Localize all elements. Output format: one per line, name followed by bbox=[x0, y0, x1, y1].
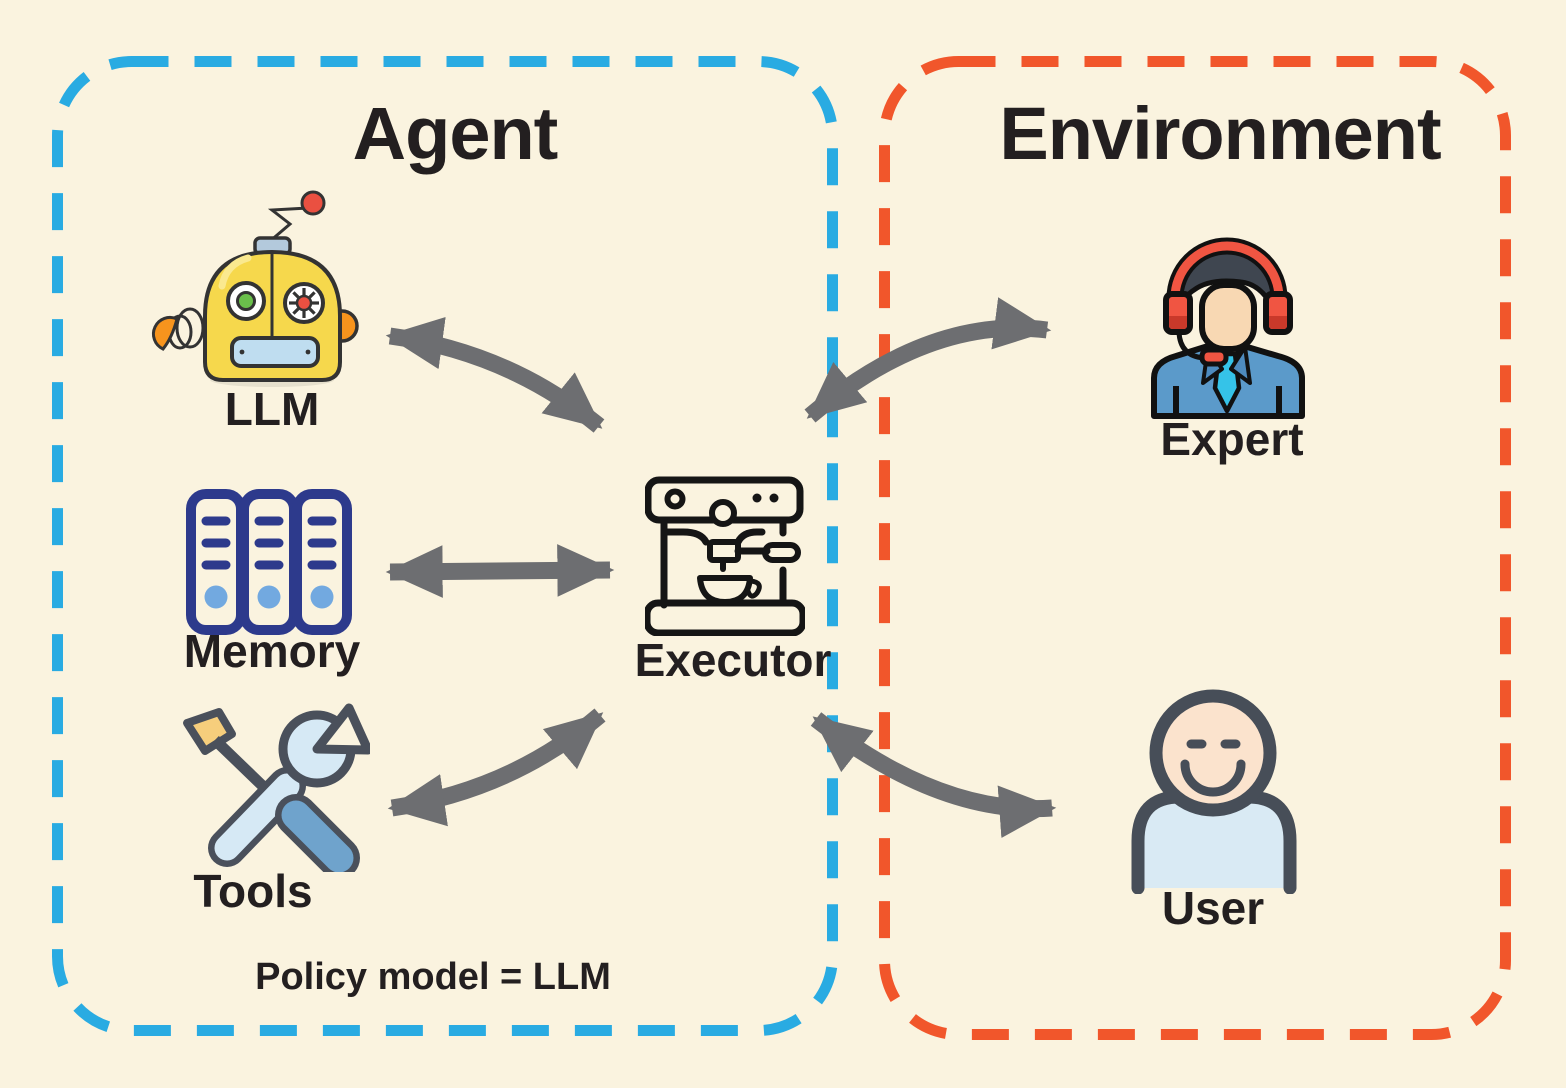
support-agent-icon bbox=[1151, 237, 1305, 419]
executor-label: Executor bbox=[634, 634, 832, 686]
person-icon bbox=[1131, 689, 1297, 894]
arrow-executor-user bbox=[810, 712, 1057, 838]
arrows bbox=[385, 297, 1057, 838]
arrow-llm-executor bbox=[385, 317, 605, 433]
user-label: User bbox=[1161, 882, 1265, 934]
environment-box-border bbox=[879, 56, 1511, 1040]
crossed-tools-icon bbox=[183, 703, 370, 872]
memory-label: Memory bbox=[183, 625, 361, 677]
arrow-tools-executor bbox=[387, 708, 606, 827]
agent-box-border bbox=[52, 56, 838, 1036]
llm-label: LLM bbox=[224, 383, 320, 435]
expert-label: Expert bbox=[1160, 413, 1304, 465]
server-stack-icon bbox=[186, 489, 352, 635]
arrow-memory-executor bbox=[385, 544, 615, 598]
tools-label: Tools bbox=[193, 865, 313, 917]
robot-icon bbox=[151, 190, 359, 387]
policy-note: Policy model = LLM bbox=[255, 956, 611, 998]
arrow-executor-expert bbox=[804, 297, 1052, 423]
agent-title: Agent bbox=[352, 92, 559, 175]
environment-title: Environment bbox=[999, 92, 1441, 175]
espresso-machine-icon bbox=[645, 476, 805, 636]
